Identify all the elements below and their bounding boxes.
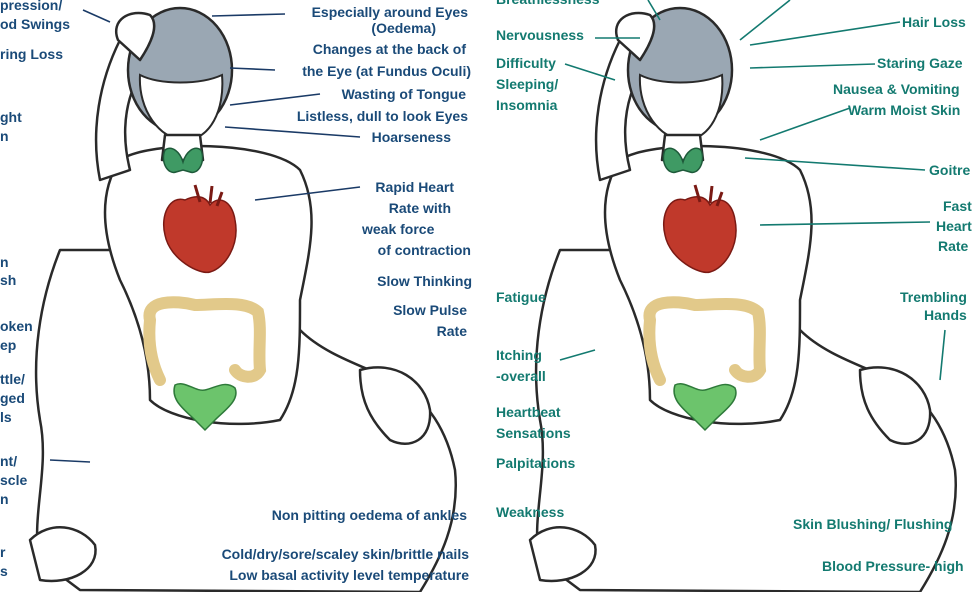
- symptom-blushing: Skin Blushing/ Flushing: [793, 516, 952, 533]
- symptom-heart-2: Rate with: [389, 200, 451, 217]
- symptom-itching-2: -overall: [496, 368, 546, 385]
- symptom-listless: Listless, dull to look Eyes: [297, 108, 468, 125]
- symptom-staring: Staring Gaze: [877, 55, 963, 72]
- symptom-itching-1: Itching: [496, 347, 542, 364]
- symptom-ankles: Non pitting oedema of ankles: [272, 507, 467, 524]
- symptom-sleep-1: Difficulty: [496, 55, 556, 72]
- cut-label-depression: pression/: [0, 0, 62, 14]
- symptom-skin: Cold/dry/sore/scaley skin/brittle nails: [222, 546, 469, 563]
- cut-label-hearing-loss: ring Loss: [0, 46, 63, 63]
- symptom-trembling-1: Trembling: [900, 289, 967, 306]
- symptom-basal: Low basal activity level temperature: [229, 567, 469, 584]
- symptom-weakness: Weakness: [496, 504, 564, 521]
- symptom-slow-pulse-1: Slow Pulse: [393, 302, 467, 319]
- symptom-hoarseness: Hoarseness: [372, 129, 451, 146]
- cut-label-broken-sleep: oken: [0, 318, 33, 335]
- cut-label-weight-2: n: [0, 128, 9, 145]
- cut-label-brittle-3: ls: [0, 409, 12, 426]
- symptom-fundus-1: Changes at the back of: [313, 41, 466, 58]
- symptom-tongue: Wasting of Tongue: [342, 86, 466, 103]
- cut-label-muscle-2: scle: [0, 472, 27, 489]
- symptom-fast-heart-1: Fast: [943, 198, 972, 215]
- symptom-fast-heart-2: Heart: [936, 218, 972, 235]
- symptom-sleep-2: Sleeping/: [496, 76, 558, 93]
- symptom-heartbeat-2: Sensations: [496, 425, 571, 442]
- cut-label-broken-sleep-2: ep: [0, 337, 16, 354]
- cut-label-bottom-2: s: [0, 563, 8, 580]
- symptom-fast-heart-3: Rate: [938, 238, 968, 255]
- cut-label-bottom-1: r: [0, 544, 5, 561]
- symptom-goitre: Goitre: [929, 162, 970, 179]
- symptom-fundus-2: the Eye (at Fundus Oculi): [302, 63, 471, 80]
- symptom-blood-pressure: Blood Pressure- high: [822, 558, 964, 575]
- symptom-hair-loss: Hair Loss: [902, 14, 966, 31]
- cut-label-brittle-2: ged: [0, 390, 25, 407]
- symptom-heart-4: of contraction: [378, 242, 471, 259]
- symptom-sleep-3: Insomnia: [496, 97, 557, 114]
- cut-label-skin: n: [0, 254, 9, 271]
- symptom-heart-1: Rapid Heart: [375, 179, 454, 196]
- symptom-nausea: Nausea & Vomiting: [833, 81, 960, 98]
- symptom-nervousness: Nervousness: [496, 27, 584, 44]
- symptom-trembling-2: Hands: [924, 307, 967, 324]
- cut-label-weight: ght: [0, 109, 22, 126]
- cut-label-skin-2: sh: [0, 272, 16, 289]
- symptom-fatigue: Fatigue: [496, 289, 546, 306]
- symptom-slow-pulse-2: Rate: [437, 323, 467, 340]
- symptom-eyes: Especially around Eyes: [312, 4, 468, 21]
- symptom-slow-thinking: Slow Thinking: [377, 273, 472, 290]
- symptom-oedema: (Oedema): [371, 20, 436, 37]
- cut-label-brittle: ttle/: [0, 371, 25, 388]
- symptom-breathlessness: Breathlessness: [496, 0, 600, 8]
- symptom-palpitations: Palpitations: [496, 455, 575, 472]
- symptom-heartbeat-1: Heartbeat: [496, 404, 561, 421]
- cut-label-mood-swings: od Swings: [0, 16, 70, 33]
- cut-label-muscle-3: n: [0, 491, 9, 508]
- cut-label-muscle: nt/: [0, 453, 17, 470]
- symptom-warm-skin: Warm Moist Skin: [848, 102, 960, 119]
- symptom-heart-3: weak force: [362, 221, 434, 238]
